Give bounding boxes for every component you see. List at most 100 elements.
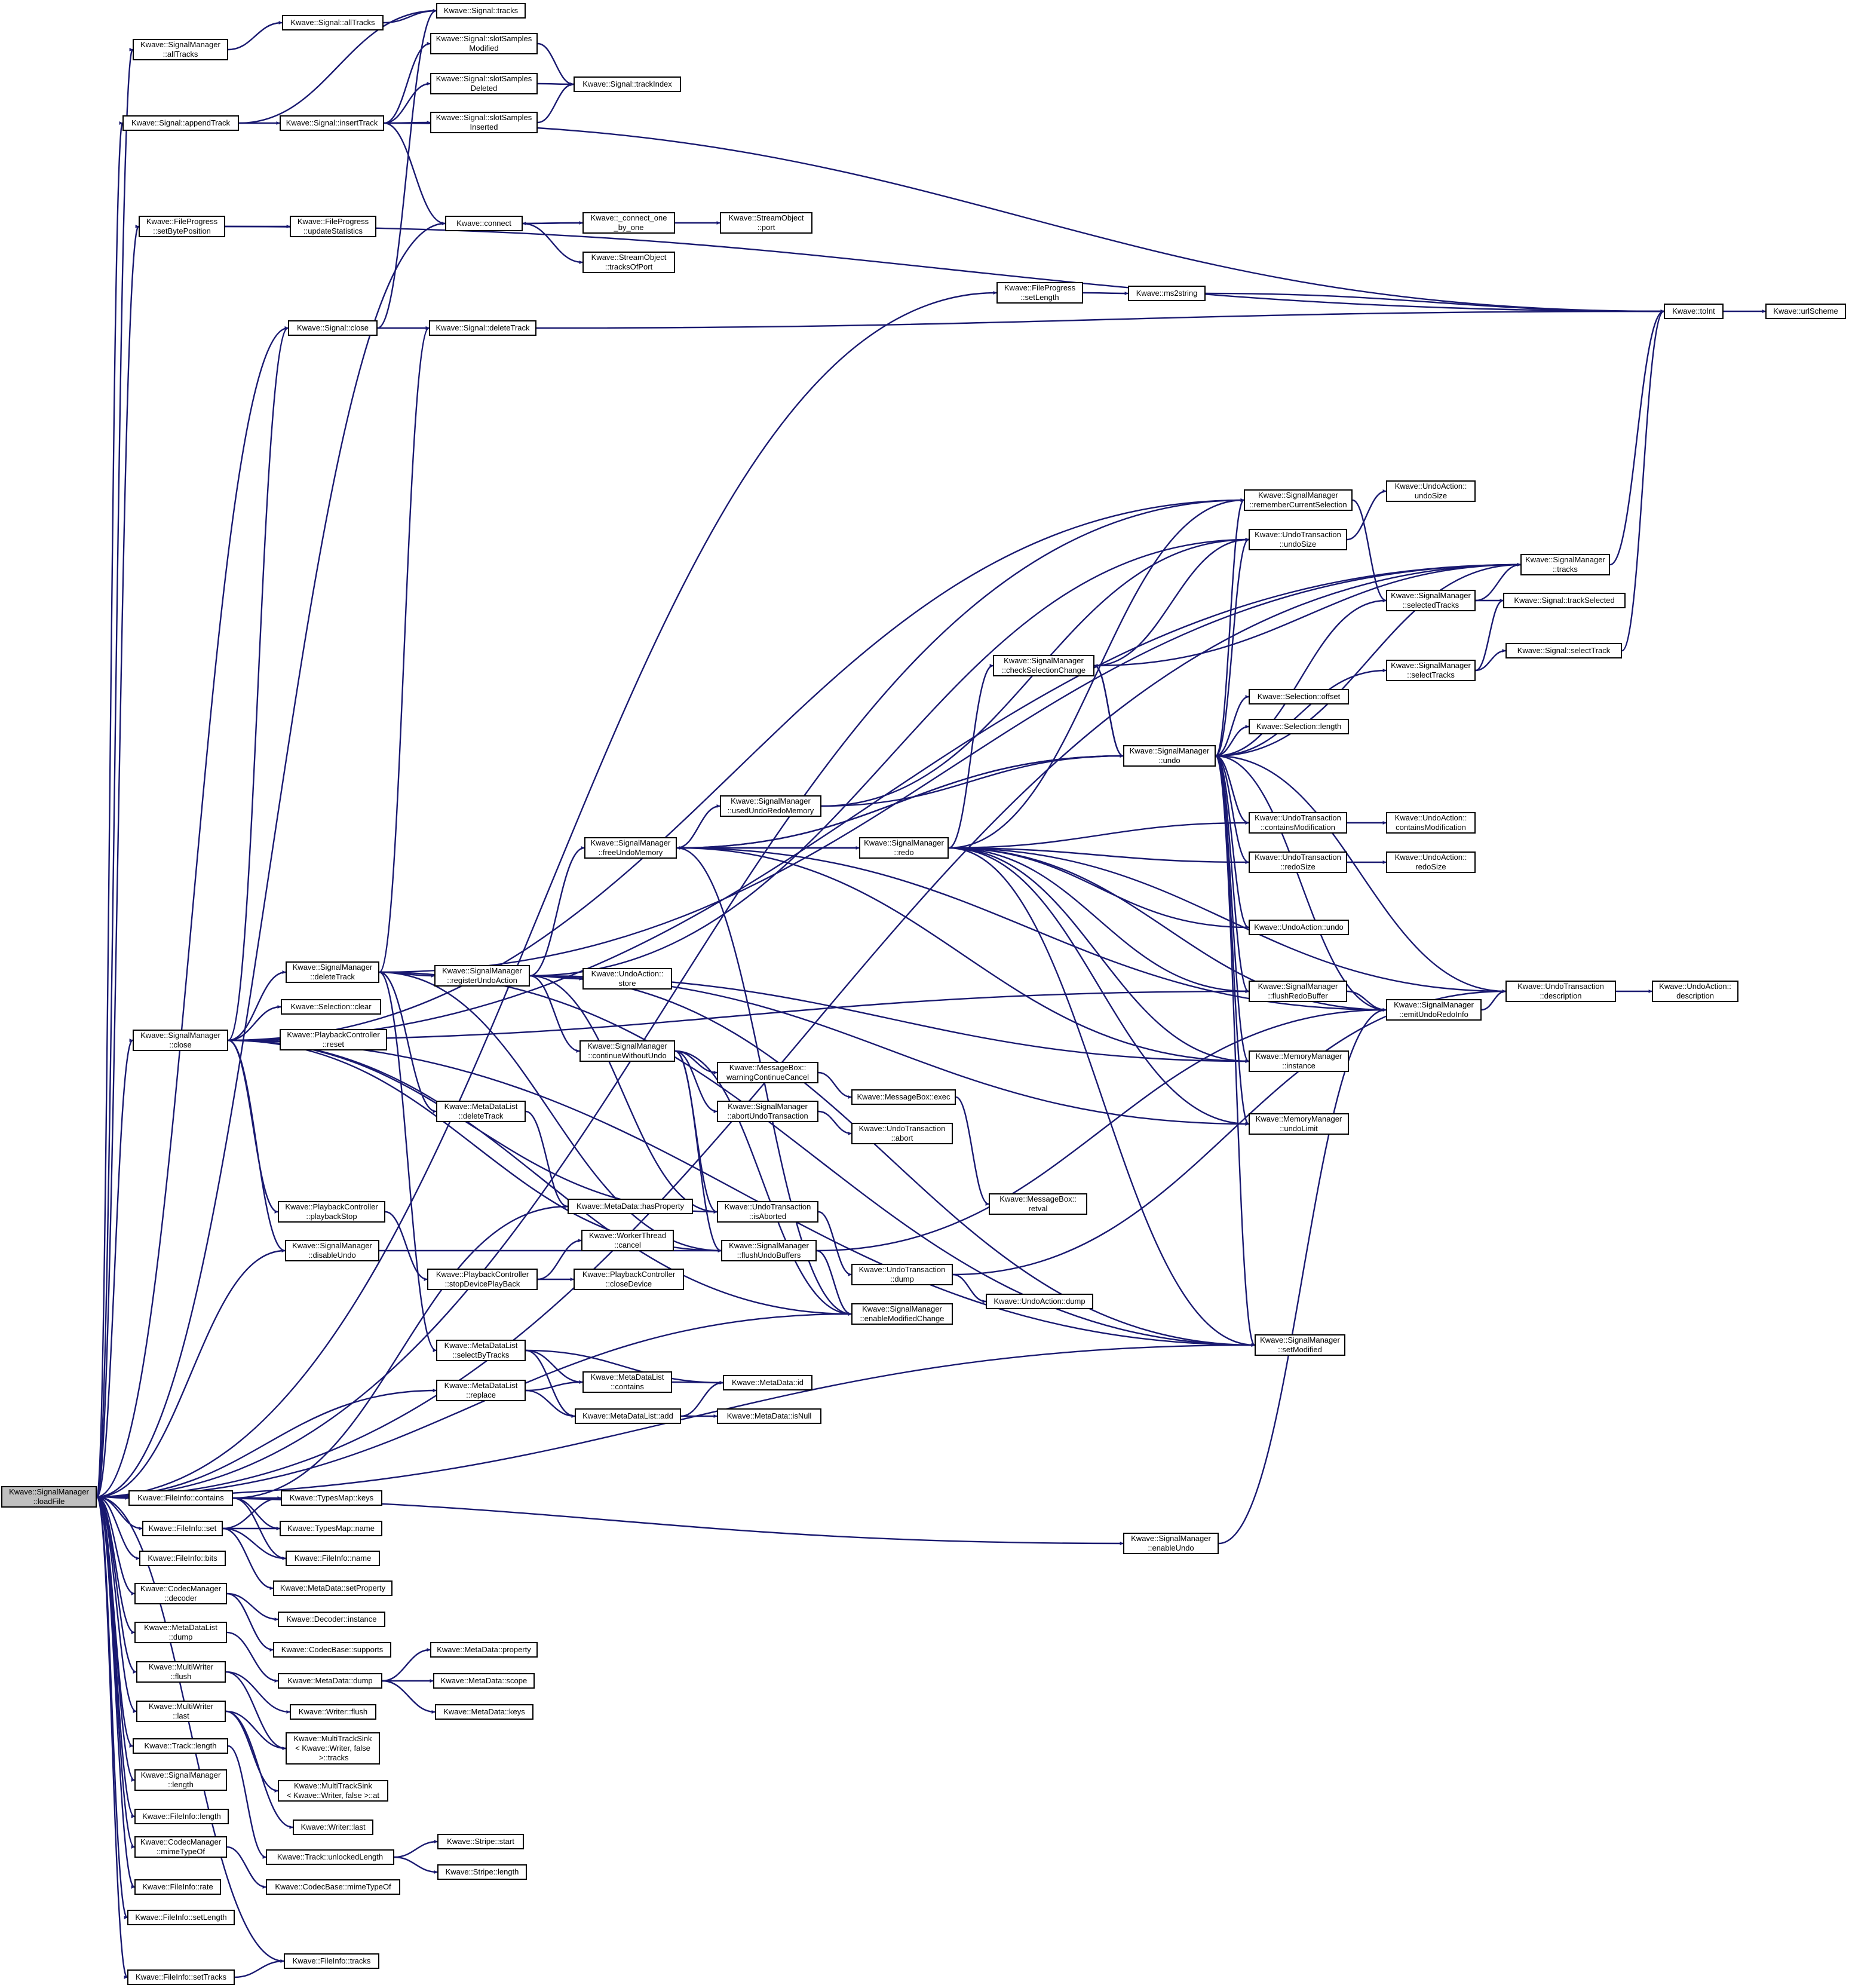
node-fi_contains[interactable]: Kwave::FileInfo::contains — [128, 1490, 233, 1506]
node-sig_close[interactable]: Kwave::Signal::close — [288, 320, 378, 336]
node-sm_freeUndoMemory[interactable]: Kwave::SignalManager ::freeUndoMemory — [584, 837, 677, 859]
node-ua_dump[interactable]: Kwave::UndoAction::dump — [986, 1294, 1093, 1309]
node-ut_isAborted[interactable]: Kwave::UndoTransaction ::isAborted — [717, 1201, 818, 1223]
node-pc_stopDevicePlayBack[interactable]: Kwave::PlaybackController ::stopDevicePl… — [427, 1269, 538, 1290]
node-sm_registerUndoAction[interactable]: Kwave::SignalManager ::registerUndoActio… — [434, 965, 530, 987]
node-urlScheme[interactable]: Kwave::urlScheme — [1765, 304, 1846, 319]
node-track_unlockedLength[interactable]: Kwave::Track::unlockedLength — [266, 1849, 394, 1865]
node-sel_clear[interactable]: Kwave::Selection::clear — [281, 999, 381, 1015]
node-dec_instance[interactable]: Kwave::Decoder::instance — [278, 1612, 385, 1627]
node-sm_rememberCurrentSelection[interactable]: Kwave::SignalManager ::rememberCurrentSe… — [1244, 489, 1353, 511]
node-ut_containsModification[interactable]: Kwave::UndoTransaction ::containsModific… — [1249, 812, 1347, 834]
node-sm_continueWithoutUndo[interactable]: Kwave::SignalManager ::continueWithoutUn… — [579, 1040, 675, 1062]
node-md_property[interactable]: Kwave::MetaData::property — [430, 1642, 538, 1658]
node-ua_store[interactable]: Kwave::UndoAction:: store — [582, 968, 672, 990]
node-fi_length[interactable]: Kwave::FileInfo::length — [134, 1809, 229, 1824]
node-sm_abortUndoTransaction[interactable]: Kwave::SignalManager ::abortUndoTransact… — [717, 1101, 818, 1122]
node-sm_usedUndoRedoMemory[interactable]: Kwave::SignalManager ::usedUndoRedoMemor… — [720, 795, 821, 817]
node-fi_rate[interactable]: Kwave::FileInfo::rate — [134, 1879, 221, 1895]
node-sm_undo[interactable]: Kwave::SignalManager ::undo — [1123, 745, 1216, 767]
node-w_last[interactable]: Kwave::Writer::last — [293, 1819, 373, 1835]
node-mdl_add[interactable]: Kwave::MetaDataList::add — [575, 1408, 681, 1424]
node-toInt[interactable]: Kwave::toInt — [1664, 304, 1724, 319]
node-w_flush[interactable]: Kwave::Writer::flush — [290, 1704, 376, 1720]
node-tm_name[interactable]: Kwave::TypesMap::name — [280, 1521, 382, 1536]
node-so_tracksOfPort[interactable]: Kwave::StreamObject ::tracksOfPort — [582, 252, 675, 273]
node-stripe_length[interactable]: Kwave::Stripe::length — [437, 1864, 527, 1880]
node-sm_disableUndo[interactable]: Kwave::SignalManager ::disableUndo — [285, 1240, 379, 1261]
node-sig_slotSamplesDeleted[interactable]: Kwave::Signal::slotSamples Deleted — [430, 73, 538, 94]
node-sm_selectTracks[interactable]: Kwave::SignalManager ::selectTracks — [1386, 660, 1476, 681]
node-fi_setTracks[interactable]: Kwave::FileInfo::setTracks — [127, 1969, 235, 1985]
node-fi_set[interactable]: Kwave::FileInfo::set — [142, 1521, 223, 1536]
node-sm_setModified[interactable]: Kwave::SignalManager ::setModified — [1255, 1334, 1345, 1356]
node-sm_enableUndo[interactable]: Kwave::SignalManager ::enableUndo — [1123, 1533, 1219, 1554]
node-ua_containsModification[interactable]: Kwave::UndoAction:: containsModification — [1386, 812, 1476, 834]
node-sm_emitUndoRedoInfo[interactable]: Kwave::SignalManager ::emitUndoRedoInfo — [1386, 999, 1482, 1021]
node-mw_flush[interactable]: Kwave::MultiWriter ::flush — [136, 1661, 226, 1683]
node-sig_insertTrack[interactable]: Kwave::Signal::insertTrack — [280, 115, 384, 131]
node-mm_instance[interactable]: Kwave::MemoryManager ::instance — [1249, 1050, 1349, 1072]
node-so_port[interactable]: Kwave::StreamObject ::port — [720, 212, 812, 234]
node-fp_setLength[interactable]: Kwave::FileProgress ::setLength — [996, 282, 1083, 304]
node-mw_last[interactable]: Kwave::MultiWriter ::last — [136, 1701, 226, 1722]
node-ut_dump[interactable]: Kwave::UndoTransaction ::dump — [851, 1264, 953, 1285]
node-sig_slotSamplesInserted[interactable]: Kwave::Signal::slotSamples Inserted — [430, 112, 538, 133]
node-ms2string[interactable]: Kwave::ms2string — [1128, 286, 1206, 301]
node-ua_redoSize[interactable]: Kwave::UndoAction:: redoSize — [1386, 851, 1476, 873]
node-fi_name[interactable]: Kwave::FileInfo::name — [286, 1551, 380, 1566]
node-md_id[interactable]: Kwave::MetaData::id — [723, 1375, 812, 1390]
node-ut_abort[interactable]: Kwave::UndoTransaction ::abort — [851, 1123, 953, 1144]
node-md_isNull[interactable]: Kwave::MetaData::isNull — [717, 1408, 821, 1424]
node-sig_trackIndex[interactable]: Kwave::Signal::trackIndex — [574, 76, 681, 92]
node-sm_flushUndoBuffers[interactable]: Kwave::SignalManager ::flushUndoBuffers — [721, 1240, 817, 1261]
node-tm_keys[interactable]: Kwave::TypesMap::keys — [281, 1490, 382, 1506]
node-ua_undoSize[interactable]: Kwave::UndoAction:: undoSize — [1386, 480, 1476, 502]
node-connect[interactable]: Kwave::connect — [445, 216, 523, 231]
node-fp_setBytePosition[interactable]: Kwave::FileProgress ::setBytePosition — [139, 216, 225, 237]
node-ut_undoSize[interactable]: Kwave::UndoTransaction ::undoSize — [1249, 529, 1347, 550]
node-wt_cancel[interactable]: Kwave::WorkerThread ::cancel — [581, 1230, 674, 1251]
node-mm_undoLimit[interactable]: Kwave::MemoryManager ::undoLimit — [1249, 1113, 1349, 1135]
node-sm_tracks[interactable]: Kwave::SignalManager ::tracks — [1520, 554, 1610, 575]
node-mdl_dump[interactable]: Kwave::MetaDataList ::dump — [134, 1622, 227, 1643]
node-sig_tracks[interactable]: Kwave::Signal::tracks — [436, 3, 526, 19]
node-cm_mimeTypeOf[interactable]: Kwave::CodecManager ::mimeTypeOf — [134, 1836, 227, 1858]
node-sm_deleteTrack[interactable]: Kwave::SignalManager ::deleteTrack — [286, 961, 379, 983]
node-mb_retval[interactable]: Kwave::MessageBox:: retval — [989, 1193, 1087, 1215]
node-fp_updateStatistics[interactable]: Kwave::FileProgress ::updateStatistics — [290, 216, 376, 237]
node-sel_length[interactable]: Kwave::Selection::length — [1249, 719, 1349, 734]
node-sm_length[interactable]: Kwave::SignalManager ::length — [134, 1769, 227, 1791]
node-pc_playbackStop[interactable]: Kwave::PlaybackController ::playbackStop — [278, 1201, 385, 1223]
node-sm_checkSelectionChange[interactable]: Kwave::SignalManager ::checkSelectionCha… — [993, 655, 1094, 676]
node-mdl_deleteTrack[interactable]: Kwave::MetaDataList ::deleteTrack — [436, 1101, 526, 1122]
node-mdl_selectByTracks[interactable]: Kwave::MetaDataList ::selectByTracks — [436, 1340, 526, 1361]
node-fi_bits[interactable]: Kwave::FileInfo::bits — [139, 1551, 226, 1566]
node-ua_description[interactable]: Kwave::UndoAction:: description — [1652, 981, 1738, 1002]
node-mts_at[interactable]: Kwave::MultiTrackSink < Kwave::Writer, f… — [278, 1780, 388, 1802]
node-cm_decoder[interactable]: Kwave::CodecManager ::decoder — [134, 1583, 227, 1604]
node-sig_allTracks[interactable]: Kwave::Signal::allTracks — [282, 15, 384, 30]
node-root[interactable]: Kwave::SignalManager ::loadFile — [1, 1486, 97, 1508]
node-sig_deleteTrack[interactable]: Kwave::Signal::deleteTrack — [429, 320, 536, 336]
node-fi_tracks[interactable]: Kwave::FileInfo::tracks — [284, 1953, 379, 1969]
node-sig_trackSelected[interactable]: Kwave::Signal::trackSelected — [1503, 593, 1626, 608]
node-fi_setLength[interactable]: Kwave::FileInfo::setLength — [127, 1910, 235, 1925]
node-sel_offset[interactable]: Kwave::Selection::offset — [1249, 689, 1349, 704]
node-sm_enableModifiedChange[interactable]: Kwave::SignalManager ::enableModifiedCha… — [851, 1303, 953, 1325]
node-sig_slotSamplesModified[interactable]: Kwave::Signal::slotSamples Modified — [430, 33, 538, 54]
node-sig_appendTrack[interactable]: Kwave::Signal::appendTrack — [122, 115, 239, 131]
node-track_length[interactable]: Kwave::Track::length — [133, 1738, 228, 1754]
node-stripe_start[interactable]: Kwave::Stripe::start — [437, 1834, 524, 1849]
node-sig_selectTrack[interactable]: Kwave::Signal::selectTrack — [1505, 643, 1622, 658]
node-ut_redoSize[interactable]: Kwave::UndoTransaction ::redoSize — [1249, 851, 1347, 873]
node-md_scope[interactable]: Kwave::MetaData::scope — [433, 1673, 535, 1689]
node-ut_description[interactable]: Kwave::UndoTransaction ::description — [1505, 981, 1616, 1002]
node-md_dump[interactable]: Kwave::MetaData::dump — [278, 1673, 382, 1689]
node-sm_selectedTracks[interactable]: Kwave::SignalManager ::selectedTracks — [1386, 590, 1476, 611]
node-md_keys[interactable]: Kwave::MetaData::keys — [435, 1704, 533, 1720]
node-sm_flushRedoBuffer[interactable]: Kwave::SignalManager ::flushRedoBuffer — [1249, 981, 1347, 1002]
node-connect_one[interactable]: Kwave::_connect_one _by_one — [582, 212, 675, 234]
node-mdl_replace[interactable]: Kwave::MetaDataList ::replace — [436, 1380, 526, 1401]
node-mb_warningContinueCancel[interactable]: Kwave::MessageBox:: warningContinueCance… — [717, 1062, 818, 1083]
